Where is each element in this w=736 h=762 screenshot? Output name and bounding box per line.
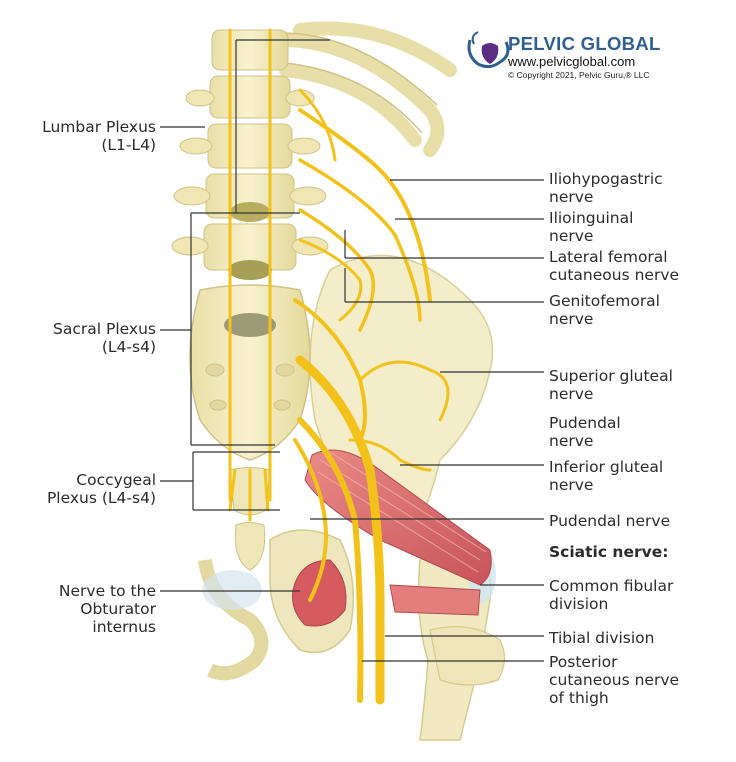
nerves <box>228 28 450 705</box>
label-line: cutaneous nerve <box>549 671 680 689</box>
label-line: Obturator <box>80 600 156 618</box>
gemellus-muscle <box>389 584 481 616</box>
brand-copyright: © Copyright 2021, Pelvic Guru,® LLC <box>508 70 650 80</box>
label-line: nerve <box>549 227 594 245</box>
label-pudendal-nerve: Pudendal nerve <box>549 512 671 530</box>
label-line: internus <box>92 618 156 636</box>
label-line: cutaneous nerve <box>549 266 680 284</box>
label-lateral-femoral-cutaneous: Lateral femoral cutaneous nerve <box>549 248 679 284</box>
label-line: Inferior gluteal <box>549 458 664 476</box>
label-line: Pudendal <box>549 414 621 432</box>
label-line: nerve <box>549 432 594 450</box>
brand-url[interactable]: www.pelvicglobal.com <box>508 54 636 69</box>
ilium <box>309 254 494 521</box>
label-line: Lumbar Plexus <box>42 118 156 136</box>
label-genitofemoral: Genitofemoral nerve <box>549 292 660 328</box>
label-coccygeal-plexus: Coccygeal Plexus (L4-s4) <box>47 471 156 507</box>
label-line: Common fibular <box>549 577 674 595</box>
label-line: nerve <box>549 476 594 494</box>
label-superior-gluteal: Superior gluteal nerve <box>549 367 673 403</box>
label-line: Coccygeal <box>76 471 156 489</box>
label-line: Ilioinguinal <box>549 209 634 227</box>
sacrum <box>189 284 311 461</box>
label-line: Nerve to the <box>58 582 156 600</box>
label-line: of thigh <box>549 689 609 707</box>
label-line: nerve <box>549 188 594 206</box>
label-pudendal-upper: Pudendal nerve <box>549 414 621 450</box>
label-line: Superior gluteal <box>549 367 673 385</box>
label-posterior-cutaneous: Posterior cutaneous nerve of thigh <box>549 653 679 707</box>
label-line: division <box>549 595 609 613</box>
label-line: Posterior <box>549 653 618 671</box>
label-iliohypogastric: Iliohypogastric nerve <box>549 170 663 206</box>
label-ilioinguinal: Ilioinguinal nerve <box>549 209 633 245</box>
label-line: Genitofemoral <box>549 292 660 310</box>
label-line: Sacral Plexus <box>53 320 156 338</box>
label-line: Plexus (L4-s4) <box>46 489 156 507</box>
brand-name: PELVIC GLOBAL <box>508 33 661 54</box>
label-line: (L4-s4) <box>101 338 156 356</box>
label-line: nerve <box>549 385 594 403</box>
label-line: Iliohypogastric <box>549 170 663 188</box>
label-nerve-obturator-internus: Nerve to the Obturator internus <box>59 582 156 636</box>
label-common-fibular: Common fibular division <box>549 577 673 613</box>
label-tibial-division: Tibial division <box>549 629 655 647</box>
label-line: (L1-L4) <box>101 136 156 154</box>
label-lumbar-plexus: Lumbar Plexus (L1-L4) <box>42 118 156 154</box>
label-line: nerve <box>549 310 594 328</box>
label-sciatic-heading: Sciatic nerve: <box>549 543 669 561</box>
leader-lines <box>160 39 544 662</box>
label-line: Lateral femoral <box>549 248 668 266</box>
pelvic-global-logo-icon <box>467 31 510 69</box>
label-sacral-plexus: Sacral Plexus (L4-s4) <box>53 320 156 356</box>
ribs <box>275 21 457 157</box>
rib-outline <box>281 32 438 134</box>
label-inferior-gluteal: Inferior gluteal nerve <box>549 458 663 494</box>
obturator-internus-muscle <box>292 559 347 627</box>
